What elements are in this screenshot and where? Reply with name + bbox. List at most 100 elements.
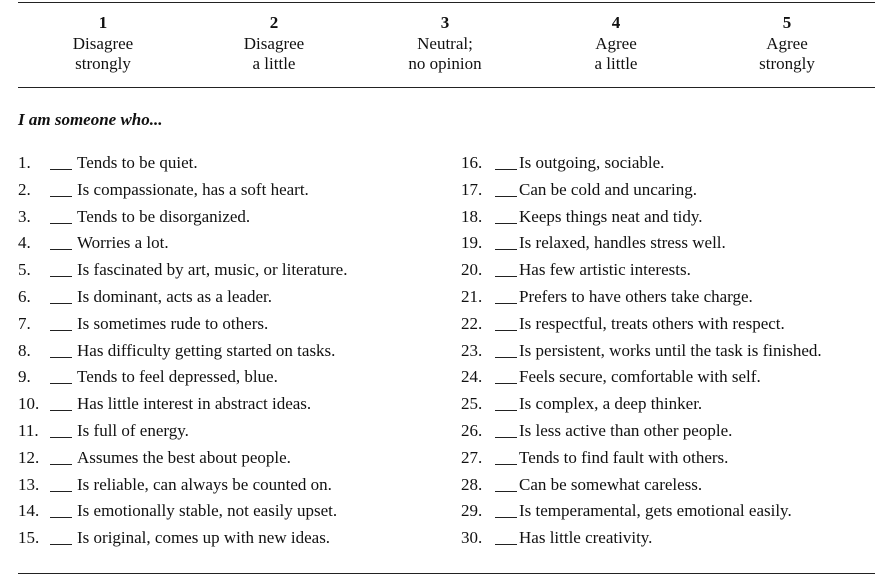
- scale-label-line1: Agree: [595, 33, 637, 53]
- answer-blank[interactable]: [50, 490, 72, 492]
- item-number: 24.: [461, 367, 483, 387]
- answer-blank[interactable]: [50, 195, 72, 197]
- item-text: Is original, comes up with new ideas.: [77, 528, 331, 548]
- answer-blank[interactable]: [495, 463, 517, 465]
- scale-label-line2: a little: [594, 54, 638, 73]
- answer-blank[interactable]: [495, 169, 517, 170]
- scale-number: 1: [98, 13, 108, 32]
- item-text: Is persistent, works until the task is f…: [519, 340, 822, 360]
- item-text: Worries a lot.: [77, 233, 169, 253]
- scale-option-3: 3 Neutral; no opinion: [370, 13, 520, 75]
- item-text: Prefers to have others take charge.: [519, 287, 753, 306]
- item-text: Is dominant, acts as a leader.: [77, 287, 272, 306]
- intro-heading: I am someone who...: [18, 110, 163, 129]
- answer-blank[interactable]: [495, 356, 517, 358]
- item-text: Assumes the best about people.: [77, 447, 291, 467]
- answer-blank[interactable]: [50, 169, 72, 170]
- item-number: 19.: [461, 233, 483, 253]
- scale-label-line2: a little: [252, 54, 296, 73]
- answer-blank[interactable]: [50, 383, 72, 385]
- scale-number: 5: [782, 13, 792, 32]
- item-text: Tends to be disorganized.: [77, 206, 251, 226]
- item-number: 8.: [18, 340, 31, 360]
- item-text: Is respectful, treats others with respec…: [519, 313, 785, 333]
- header-rule: [18, 87, 875, 88]
- answer-blank[interactable]: [50, 276, 72, 278]
- top-rule: [18, 2, 875, 3]
- item-text: Keeps things neat and tidy.: [519, 206, 703, 226]
- item-text: Is compassionate, has a soft heart.: [77, 179, 309, 199]
- answer-blank[interactable]: [50, 437, 72, 438]
- item-text: Is fascinated by art, music, or literatu…: [77, 260, 348, 280]
- item-number: 22.: [461, 313, 483, 333]
- item-number: 6.: [18, 287, 31, 306]
- answer-blank[interactable]: [495, 383, 517, 385]
- item-number: 4.: [18, 233, 31, 253]
- item-text: Is emotionally stable, not easily upset.: [77, 501, 338, 521]
- scale-label-line2: strongly: [759, 54, 815, 73]
- answer-blank[interactable]: [495, 276, 517, 278]
- item-number: 20.: [461, 260, 483, 280]
- item-number: 2.: [18, 179, 31, 199]
- answer-blank[interactable]: [495, 222, 517, 224]
- item-text: Tends to be quiet.: [77, 153, 198, 172]
- item-number: 15.: [18, 528, 40, 548]
- answer-blank[interactable]: [50, 544, 72, 546]
- item-text: Is relaxed, handles stress well.: [519, 233, 726, 253]
- item-text: Is complex, a deep thinker.: [519, 394, 703, 414]
- answer-blank[interactable]: [50, 249, 72, 251]
- item-number: 18.: [461, 206, 483, 226]
- item-number: 3.: [18, 206, 31, 226]
- item-number: 9.: [18, 367, 31, 387]
- item-number: 26.: [461, 421, 483, 440]
- item-number: 29.: [461, 501, 483, 521]
- answer-blank[interactable]: [495, 437, 517, 438]
- scale-label-line1: Disagree: [243, 33, 305, 53]
- item-number: 30.: [461, 528, 483, 548]
- rating-scale: 1 Disagree strongly 2 Disagree a little …: [18, 13, 875, 83]
- scale-number: 2: [269, 13, 279, 32]
- answer-blank[interactable]: [50, 329, 72, 331]
- item-number: 7.: [18, 313, 31, 333]
- item-number: 17.: [461, 179, 483, 199]
- scale-label-line1: Agree: [766, 33, 808, 53]
- item-number: 5.: [18, 260, 31, 280]
- item-text: Has little interest in abstract ideas.: [77, 394, 312, 414]
- answer-blank[interactable]: [50, 517, 72, 519]
- item-text: Has little creativity.: [519, 528, 653, 548]
- answer-blank[interactable]: [495, 329, 517, 331]
- item-text: Can be somewhat careless.: [519, 474, 703, 494]
- answer-blank[interactable]: [495, 195, 517, 197]
- item-text: Feels secure, comfortable with self.: [519, 367, 761, 387]
- scale-number: 4: [611, 13, 621, 32]
- scale-label-line1: Neutral;: [417, 33, 473, 53]
- answer-blank[interactable]: [50, 222, 72, 224]
- item-number: 13.: [18, 474, 40, 494]
- answer-blank[interactable]: [50, 303, 72, 304]
- item-text: Is sometimes rude to others.: [77, 313, 269, 333]
- item-number: 25.: [461, 394, 483, 414]
- answer-blank[interactable]: [50, 356, 72, 358]
- item-number: 27.: [461, 447, 483, 467]
- item-number: 14.: [18, 501, 40, 521]
- scale-option-4: 4 Agree a little: [541, 13, 691, 75]
- scale-label-line2: no opinion: [408, 54, 482, 73]
- item-number: 1.: [18, 153, 31, 172]
- item-text: Has few artistic interests.: [519, 260, 691, 280]
- item-text: Tends to find fault with others.: [519, 447, 729, 467]
- answer-blank[interactable]: [495, 249, 517, 251]
- answer-blank[interactable]: [495, 544, 517, 546]
- answer-blank[interactable]: [495, 517, 517, 519]
- bottom-rule: [18, 573, 875, 574]
- item-text: Is less active than other people.: [519, 421, 733, 440]
- answer-blank[interactable]: [50, 410, 72, 412]
- item-number: 28.: [461, 474, 483, 494]
- item-text: Is full of energy.: [77, 421, 189, 440]
- answer-blank[interactable]: [50, 463, 72, 465]
- answer-blank[interactable]: [495, 303, 517, 304]
- answer-blank[interactable]: [495, 490, 517, 492]
- answer-blank[interactable]: [495, 410, 517, 412]
- item-text: Tends to feel depressed, blue.: [77, 367, 278, 387]
- scale-option-2: 2 Disagree a little: [199, 13, 349, 75]
- item-text: Has difficulty getting started on tasks.: [77, 340, 336, 360]
